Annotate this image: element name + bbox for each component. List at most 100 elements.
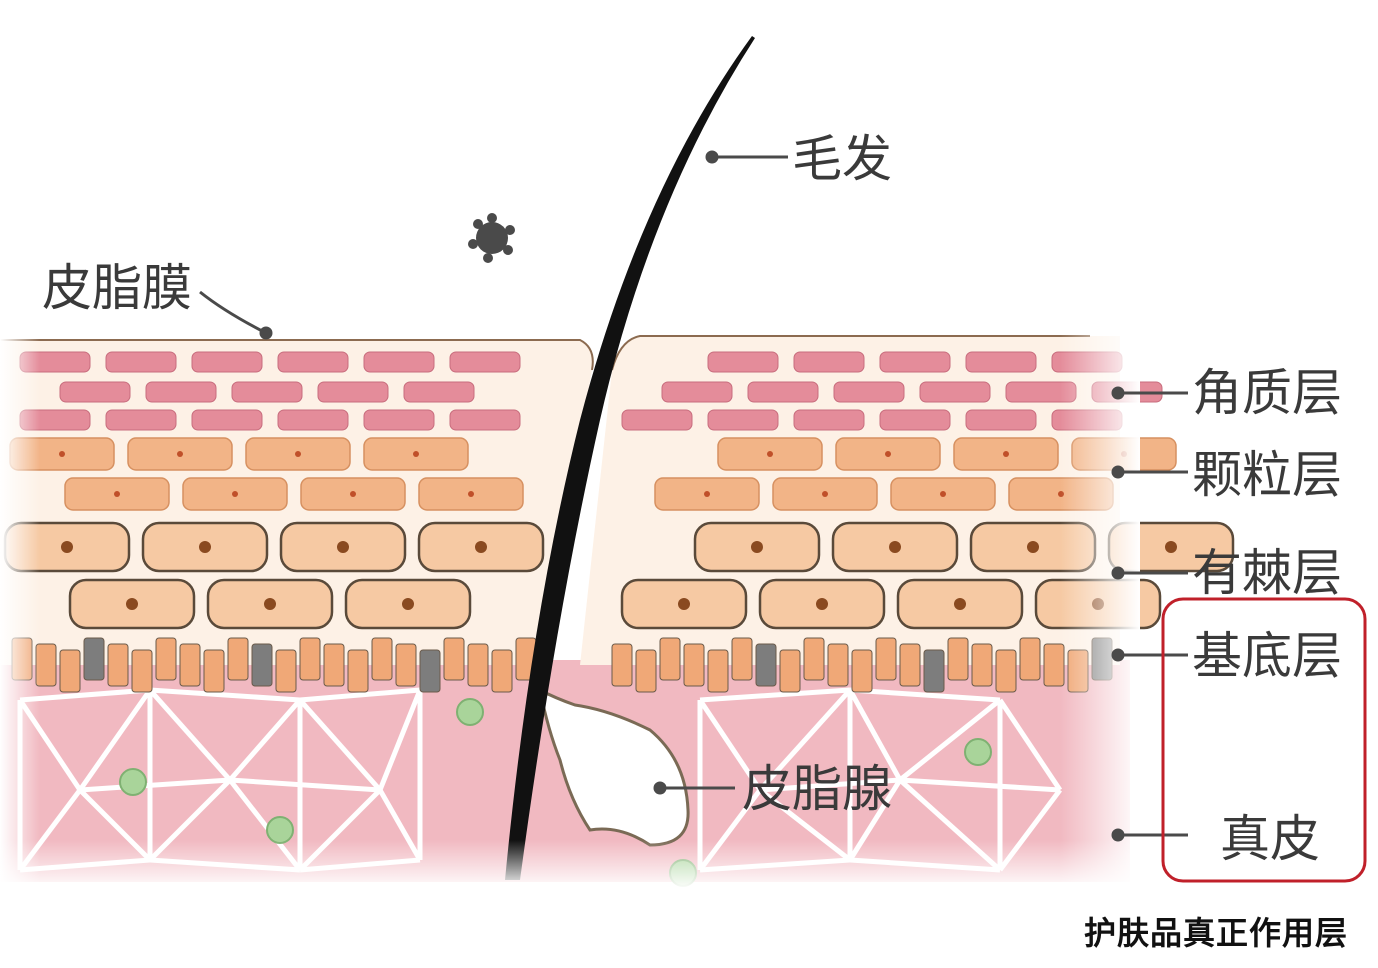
label-stratum-spinosum: 有棘层 bbox=[1192, 544, 1342, 602]
cell-nucleus bbox=[199, 541, 211, 553]
label-sebum-film: 皮脂膜 bbox=[42, 259, 192, 317]
corneum-cell bbox=[965, 409, 1037, 431]
basale-cell bbox=[683, 643, 705, 687]
cell-nucleus bbox=[126, 598, 138, 610]
dermis-fiber bbox=[149, 687, 301, 703]
fade-bottom bbox=[0, 840, 1140, 890]
cell-nucleus bbox=[704, 491, 710, 497]
basale-cell bbox=[299, 637, 321, 681]
dermis-cell bbox=[964, 738, 992, 766]
label-stratum-granulosum: 颗粒层 bbox=[1192, 446, 1342, 504]
particle-icon bbox=[468, 213, 515, 263]
dermis-cell bbox=[266, 816, 294, 844]
corneum-cell bbox=[919, 381, 991, 403]
corneum-cell bbox=[707, 351, 779, 373]
corneum-cell bbox=[191, 351, 263, 373]
label-hair: 毛发 bbox=[792, 130, 892, 188]
dermis-fiber bbox=[898, 698, 1002, 782]
dermis-fiber bbox=[377, 689, 423, 791]
corneum-cell bbox=[449, 409, 521, 431]
basale-cell bbox=[395, 643, 417, 687]
cell-nucleus bbox=[350, 491, 356, 497]
dermis-fiber bbox=[697, 698, 763, 792]
basale-cell bbox=[827, 643, 849, 687]
dermis-fiber bbox=[758, 688, 852, 792]
basale-cell bbox=[1019, 637, 1041, 681]
cell-nucleus bbox=[889, 541, 901, 553]
sebum-film-line-left bbox=[0, 339, 594, 371]
dermis-cell bbox=[456, 698, 484, 726]
dermis-fiber bbox=[847, 688, 903, 782]
cell-nucleus bbox=[468, 491, 474, 497]
basale-cell bbox=[875, 637, 897, 681]
basale-cell bbox=[107, 643, 129, 687]
basale-cell bbox=[443, 637, 465, 681]
basale-cell bbox=[731, 637, 753, 681]
dermis-fiber bbox=[79, 777, 231, 793]
corneum-cell bbox=[621, 409, 693, 431]
basale-cell bbox=[779, 649, 801, 693]
dermis-fiber bbox=[997, 698, 1063, 792]
cell-nucleus bbox=[177, 451, 183, 457]
cell-nucleus bbox=[402, 598, 414, 610]
cell-nucleus bbox=[954, 598, 966, 610]
corneum-cell bbox=[793, 351, 865, 373]
dermis-fiber bbox=[228, 698, 302, 782]
basale-cell bbox=[755, 643, 777, 687]
cell-nucleus bbox=[751, 541, 763, 553]
basale-cell bbox=[203, 649, 225, 693]
corneum-cell bbox=[363, 409, 435, 431]
corneum-cell bbox=[105, 409, 177, 431]
dermis-fiber bbox=[19, 687, 151, 703]
cell-nucleus bbox=[767, 451, 773, 457]
basale-cell bbox=[323, 643, 345, 687]
cell-nucleus bbox=[295, 451, 301, 457]
basale-cell bbox=[923, 649, 945, 693]
basale-cell bbox=[251, 643, 273, 687]
corneum-cell bbox=[449, 351, 521, 373]
epidermis-cells bbox=[3, 351, 1235, 693]
fade-right bbox=[1060, 320, 1140, 890]
corneum-cell bbox=[59, 381, 131, 403]
dermis-fiber bbox=[77, 688, 153, 792]
cell-nucleus bbox=[264, 598, 276, 610]
dermis-fiber bbox=[849, 687, 1001, 703]
sebaceous-gland bbox=[537, 687, 690, 847]
label-stratum-corneum: 角质层 bbox=[1192, 364, 1342, 422]
label-sebaceous-gland: 皮脂腺 bbox=[742, 760, 892, 818]
leader-lines bbox=[199, 150, 1188, 842]
basale-cell bbox=[611, 643, 633, 687]
basale-cell bbox=[635, 649, 657, 693]
corneum-cell bbox=[277, 409, 349, 431]
basale-cell bbox=[899, 643, 921, 687]
basale-cell bbox=[227, 637, 249, 681]
corneum-cell bbox=[879, 409, 951, 431]
cell-nucleus bbox=[59, 451, 65, 457]
cell-nucleus bbox=[61, 541, 73, 553]
basale-cell bbox=[659, 637, 681, 681]
corneum-cell bbox=[277, 351, 349, 373]
basale-cell bbox=[707, 649, 729, 693]
dermis-cell bbox=[119, 768, 147, 796]
corneum-cell bbox=[747, 381, 819, 403]
highlight-box bbox=[1161, 597, 1367, 883]
basale-cell bbox=[491, 649, 513, 693]
basale-cell bbox=[803, 637, 825, 681]
cell-nucleus bbox=[114, 491, 120, 497]
corneum-cell bbox=[317, 381, 389, 403]
basale-cell bbox=[371, 637, 393, 681]
cell-nucleus bbox=[475, 541, 487, 553]
basale-cell bbox=[59, 649, 81, 693]
basale-cell bbox=[83, 637, 105, 681]
corneum-cell bbox=[793, 409, 865, 431]
dermis-fiber bbox=[299, 687, 421, 703]
basale-cell bbox=[347, 649, 369, 693]
cell-nucleus bbox=[337, 541, 349, 553]
basale-cell bbox=[995, 649, 1017, 693]
corneum-cell bbox=[833, 381, 905, 403]
cell-nucleus bbox=[1027, 541, 1039, 553]
cell-nucleus bbox=[678, 598, 690, 610]
fade-left bbox=[0, 320, 40, 890]
dermis-fiber bbox=[298, 698, 382, 792]
basale-cell bbox=[275, 649, 297, 693]
